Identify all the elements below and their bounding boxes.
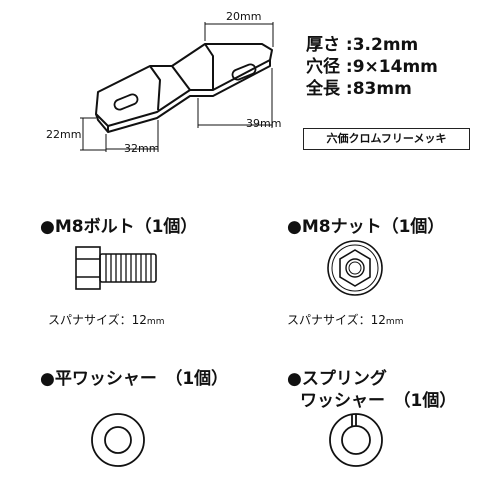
- nut-spanner-size: スパナサイズ：12mm: [287, 311, 403, 328]
- flat-washer-icon: [91, 413, 145, 467]
- nut-spanner-unit: mm: [385, 317, 404, 327]
- bolt-spanner-size: スパナサイズ：12mm: [48, 311, 164, 328]
- spec-label: 厚さ: [306, 35, 340, 55]
- bolt-heading: ●M8ボルト（1個）: [40, 217, 198, 237]
- spec-row-total-length: 全長 :83mm: [306, 78, 438, 100]
- nut-spanner-text: スパナサイズ：12: [287, 313, 386, 327]
- spec-label: 穴径: [306, 57, 340, 77]
- bolt-spanner-unit: mm: [146, 317, 165, 327]
- dim-label-bottom: 32mm: [124, 142, 160, 155]
- slot-hole-right: [231, 63, 257, 81]
- spec-list: 厚さ :3.2mm 穴径 :9×14mm 全長 :83mm: [306, 34, 438, 100]
- spec-row-thickness: 厚さ :3.2mm: [306, 34, 438, 56]
- nut-heading: ●M8ナット（1個）: [287, 217, 445, 237]
- spec-value: :83mm: [345, 79, 412, 99]
- spring-washer-heading-line2: ワッシャー （1個）: [300, 391, 457, 411]
- slot-hole-left: [113, 93, 139, 111]
- bolt-spanner-text: スパナサイズ：12: [48, 313, 147, 327]
- dim-label-right: 39mm: [246, 117, 282, 130]
- flat-washer-heading: ●平ワッシャー （1個）: [40, 369, 229, 389]
- bolt-icon: [75, 246, 157, 290]
- spec-row-hole-diameter: 穴径 :9×14mm: [306, 56, 438, 78]
- finish-label: 六価クロムフリーメッキ: [303, 128, 470, 150]
- spring-washer-heading-line1: ●スプリング: [287, 369, 387, 389]
- spring-washer-icon: [329, 413, 383, 467]
- spec-value: :3.2mm: [345, 35, 419, 55]
- nut-icon: [327, 240, 383, 296]
- spec-value: :9×14mm: [345, 57, 438, 77]
- dim-label-left: 22mm: [46, 128, 82, 141]
- dim-label-top: 20mm: [226, 10, 262, 23]
- spec-label: 全長: [306, 79, 340, 99]
- bracket-diagram: [80, 22, 274, 152]
